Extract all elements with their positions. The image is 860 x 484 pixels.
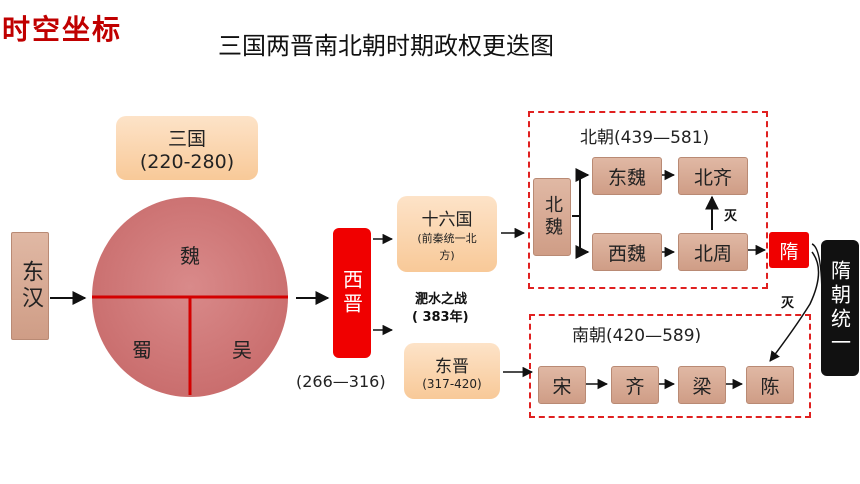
beiqi-box: 北齐 <box>678 157 748 195</box>
sui-label: 隋 <box>779 240 799 263</box>
xiwei-box: 西魏 <box>592 233 662 271</box>
dongwei-label: 东魏 <box>607 166 646 189</box>
corner-title: 时空坐标 <box>2 13 123 46</box>
liang-label: 梁 <box>692 375 712 398</box>
shiliuguo-note: (前秦统一北方) <box>417 231 477 262</box>
beiwei-box: 北魏 <box>533 178 571 256</box>
sanguo-box: 三国 (220-280) <box>116 116 258 180</box>
page-title: 三国两晋南北朝时期政权更迭图 <box>218 32 554 60</box>
liang-box: 梁 <box>678 366 726 404</box>
sui-unify-box: 隋朝统一 <box>821 240 859 376</box>
qi-label: 齐 <box>625 375 645 398</box>
nanchao-region <box>529 314 811 418</box>
xijin-box: 西晋 <box>333 228 371 358</box>
sui-mie-label: 灭 <box>781 296 795 311</box>
donghan-box: 东汉 <box>11 232 49 340</box>
feishui-line2: ( 383年) <box>412 310 469 325</box>
dongjin-years: (317-420) <box>422 376 482 391</box>
state-wu: 吴 <box>232 338 252 362</box>
sui-box: 隋 <box>769 232 809 268</box>
sanguo-years: (220-280) <box>139 150 235 173</box>
beiqi-label: 北齐 <box>693 166 732 189</box>
beizhou-label: 北周 <box>693 242 732 265</box>
dongwei-box: 东魏 <box>592 157 662 195</box>
xijin-years: (266—316) <box>296 372 386 391</box>
beichao-region <box>528 111 768 289</box>
chen-label: 陈 <box>760 375 780 398</box>
song-box: 宋 <box>538 366 586 404</box>
shiliuguo-box: 十六国 (前秦统一北方) <box>397 196 497 272</box>
xijin-label: 西晋 <box>339 269 364 317</box>
beiwei-label: 北魏 <box>542 195 563 239</box>
shiliuguo-name: 十六国 <box>421 209 473 230</box>
state-shu: 蜀 <box>132 338 152 362</box>
sanguo-name: 三国 <box>167 127 206 150</box>
song-label: 宋 <box>552 375 572 398</box>
chen-box: 陈 <box>746 366 794 404</box>
xiwei-label: 西魏 <box>607 242 646 265</box>
nanchao-title: 南朝(420—589) <box>572 326 702 346</box>
dongjin-name: 东晋 <box>435 356 469 377</box>
beizhou-box: 北周 <box>678 233 748 271</box>
beizhou-mie-label: 灭 <box>724 209 738 224</box>
donghan-label: 东汉 <box>18 260 43 312</box>
beichao-title: 北朝(439—581) <box>580 128 710 148</box>
qi-box: 齐 <box>611 366 659 404</box>
feishui-line1: 淝水之战 <box>415 292 468 307</box>
state-wei: 魏 <box>180 244 200 268</box>
dongjin-box: 东晋 (317-420) <box>404 343 500 399</box>
three-kingdoms-circle <box>92 197 288 397</box>
sui-unify-label: 隋朝统一 <box>827 260 852 356</box>
